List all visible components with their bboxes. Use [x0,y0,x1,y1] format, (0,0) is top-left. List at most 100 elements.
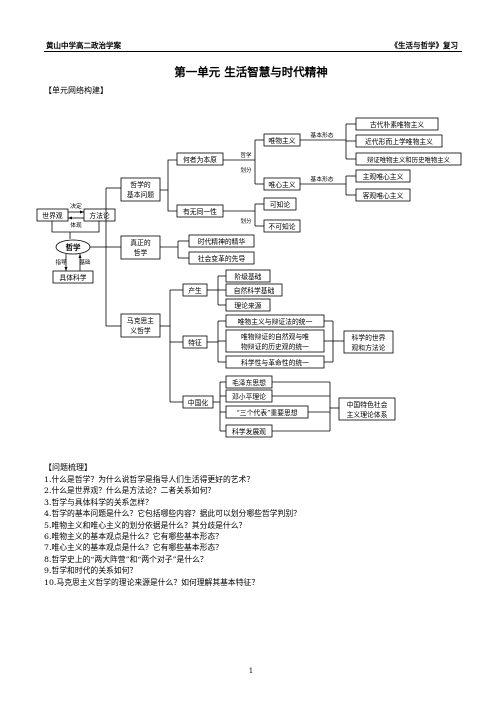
feature-item-1-line1: 唯物辩证的自然观与唯 [241,332,309,341]
division-b-label: 划分 [240,217,252,225]
basic-form-b-label: 基本形态 [310,175,333,183]
essence-box [188,234,255,248]
pioneer-box [188,251,255,265]
china-item-3-label: 科学发展观 [232,427,266,436]
basic-question-box [120,177,161,202]
methodology-box [83,208,116,222]
origin-item-2-label: 理论来源 [234,301,261,310]
question-item: 8.哲学史上的“两大阵营”和“两个对子”是什么？ [44,554,208,564]
decides-label: 决定 [70,202,82,210]
link-primary [160,159,177,191]
science-label: 具体科学 [59,273,86,282]
reflects-label: 体现 [70,221,82,229]
china-theory-box [338,397,396,421]
which-primary-box [176,152,224,166]
unknowable-box [263,219,301,233]
true-philosophy-group: 真正的 哲学 时代精神的精华 社会变革的先导 [120,234,255,265]
philosophy-label: 哲学 [66,242,81,252]
feature-item-2-label: 科学性与革命性的统一 [241,358,309,367]
china-theory-line2: 主义理论体系 [347,410,388,419]
mat-form-2-label: 辩证唯物主义和历史唯物主义 [367,155,451,164]
mat-form-0-box [355,117,439,131]
mat-form-2-box [355,152,462,166]
page-title: 第一单元 生活智慧与时代精神 [174,65,328,79]
basic-question-line2: 基本问题 [127,190,154,199]
origin-item-0-box [225,269,271,283]
question-list: 1.什么是哲学？为什么说哲学是指导人们生活得更好的艺术？ 2.什么是世界观？什么… [44,474,301,588]
marxism-line2: 义哲学 [130,326,151,335]
mat-form-1-label: 近代形而上学唯物主义 [365,137,433,146]
ide-form-1-label: 客观唯心主义 [363,191,404,200]
page-number: 1 [248,667,254,675]
sinicization-label: 中国化 [188,398,209,407]
true-philosophy-line2: 哲学 [134,248,148,257]
question-item: 10.马克思主义哲学的理论来源是什么？如何理解其基本特征？ [44,577,260,587]
question-item: 6.唯物主义的基本观点是什么？它有哪些基本形态？ [44,532,223,542]
section-heading-questions: 【问题梳理】 [44,463,92,472]
knowable-label: 可知论 [270,200,291,209]
question-item: 3.哲学与具体科学的关系怎样？ [44,497,153,507]
idealism-label: 唯心主义 [268,180,295,189]
true-philosophy-box [120,235,161,260]
basic-question-line1: 哲学的 [130,180,151,189]
link-identity [167,190,177,212]
origin-item-2-box [225,298,271,312]
question-item: 1.什么是哲学？为什么说哲学是指导人们生活得更好的艺术？ [44,475,255,484]
basic-question-group: 哲学的 基本问题 何者为本原 哲学 划分 唯物主义 唯心主义 基本形态 古代朴素… [120,117,462,233]
china-item-2-label: “三个代表”重要思想 [236,408,298,417]
identity-label: 有无同一性 [183,207,217,216]
scientific-line1: 科学的世界 [352,333,386,342]
pioneer-label: 社会变革的先导 [198,254,246,263]
division-a-line1: 哲学 [240,151,252,159]
basis-arrowhead [78,254,82,258]
ide-form-0-label: 主观唯心主义 [363,172,404,181]
unknowable-label: 不可知论 [268,222,295,231]
trunk [90,187,121,327]
header-left: 黄山中学高二政治学案 [46,41,121,50]
which-primary-label: 何者为本原 [183,155,217,164]
methodology-link [78,221,100,233]
question-item: 9.哲学和时代的关系如何？ [44,566,138,576]
decides-arrowhead [80,210,84,214]
concept-map: 世界观 方法论 决定 体现 哲学 指导 基础 具体科学 哲学的 基本问题 [36,117,462,438]
worldview-label: 世界观 [42,211,63,220]
section-heading-structure: 【单元网络构建】 [44,86,108,95]
header-divider [44,51,462,52]
question-item: 4.哲学的基本问题是什么？它包括哪些内容？据此可以划分哪些哲学判别？ [44,509,301,519]
mat-form-1-box [355,134,443,148]
methodology-label: 方法论 [89,211,110,220]
features-label: 特征 [188,338,202,347]
china-theory-line1: 中国特色社会 [347,400,388,409]
origin-item-0-label: 阶级基础 [234,272,261,281]
ide-form-1-box [355,188,411,202]
feature-item-0-label: 唯物主义与辩证法的统一 [238,317,313,326]
feature-item-1-line2: 物辩证的历史观的统一 [241,342,309,351]
marxism-group: 马克思主 义哲学 产生 阶级基础 自然科学基础 理论来源 特征 唯物主义与辩证法… [120,269,396,438]
science-box [52,270,94,284]
true-philosophy-line1: 真正的 [130,238,151,247]
marxism-line1: 马克思主 [127,316,154,325]
worldview-link [51,221,78,233]
division-a-line2: 划分 [240,166,252,174]
worldview-methodology-group: 世界观 方法论 决定 体现 哲学 指导 基础 具体科学 [36,202,116,284]
mat-form-0-label: 古代朴素唯物主义 [370,120,425,129]
reflects-arrowhead [68,216,72,220]
ide-form-0-box [355,169,411,183]
guide-arrowhead [64,267,68,271]
materialism-label: 唯物主义 [268,136,295,145]
knowable-box [263,197,297,211]
marxism-box [120,313,161,338]
guide-label: 指导 [55,258,67,266]
scientific-line2: 观和方法论 [352,343,386,352]
worldview-box [36,208,69,222]
basic-form-a-label: 基本形态 [310,131,333,139]
china-item-0-label: 毛泽东思想 [232,378,266,387]
essence-label: 时代精神的精华 [198,237,246,246]
basis-label: 基础 [79,258,91,266]
origin-label: 产生 [188,286,202,295]
china-item-1-label: 邓小平理论 [232,392,266,401]
question-item: 5.唯物主义和唯心主义的划分依据是什么？其分歧是什么？ [44,520,247,530]
header-right: 《生活与哲学》复习 [390,41,459,50]
question-item: 2.什么是世界观？什么是方法论？二者关系如何？ [44,486,216,496]
origin-item-1-label: 自然科学基础 [234,286,275,295]
